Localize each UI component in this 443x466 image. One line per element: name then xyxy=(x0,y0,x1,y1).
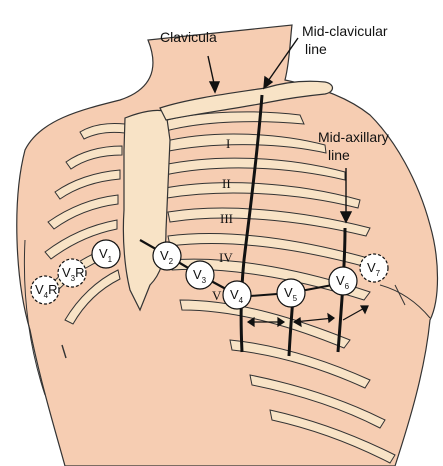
midaxillary-label-line1: Mid-axillary xyxy=(318,129,389,145)
distance-arrows xyxy=(246,296,369,328)
electrode-v6: V6 xyxy=(328,266,358,296)
v1-v4-path xyxy=(139,239,238,296)
intercostal-label-4: IV xyxy=(219,250,233,265)
intercostal-label-1: I xyxy=(226,136,230,151)
leader-arrows xyxy=(207,37,353,224)
electrode-v2: V2 xyxy=(152,241,182,271)
electrode-label: V6 xyxy=(336,273,350,291)
electrode-v7: V7 xyxy=(359,253,389,283)
midclavicular-arrow xyxy=(265,37,299,85)
torso xyxy=(16,24,439,466)
ribs-right xyxy=(159,111,396,464)
electrode-label: V2 xyxy=(160,248,174,266)
right-arm-contour xyxy=(379,284,431,319)
electrode-label: V1 xyxy=(99,246,113,264)
electrode-v4: V4 xyxy=(222,280,252,310)
left-armpit-mark xyxy=(61,344,67,359)
electrode-circle xyxy=(359,253,389,283)
electrode-circle xyxy=(91,239,121,269)
electrode-circle xyxy=(152,241,182,271)
electrode-v5: V5 xyxy=(276,278,306,308)
midclavicular-label-line1: Mid-clavicular xyxy=(302,23,388,39)
electrode-v3: V3 xyxy=(185,260,215,290)
armpit-fold xyxy=(394,284,406,306)
electrode-circle xyxy=(328,266,358,296)
electrode-v4r: V4R xyxy=(30,275,60,305)
electrode-circle xyxy=(276,278,306,308)
electrode-label: V7 xyxy=(367,260,381,278)
clavicle xyxy=(159,80,334,121)
electrode-label: V3 xyxy=(193,267,207,285)
electrode-circle xyxy=(222,280,252,310)
electrode-label: V4R xyxy=(35,282,58,300)
electrode-v1: V1 xyxy=(91,239,121,269)
midclavicular-line xyxy=(239,94,264,353)
clavicula-label: Clavicula xyxy=(160,29,217,45)
electrode-label: V4 xyxy=(230,287,244,305)
intercostal-label-3: III xyxy=(220,211,233,226)
left-arm-contour xyxy=(23,239,46,396)
midclavicular-label-line2: line xyxy=(305,41,327,57)
midaxillary-label-line2: line xyxy=(328,147,350,163)
electrode-v3r: V3R xyxy=(57,258,87,288)
electrode-circle xyxy=(185,260,215,290)
intercostal-label-5: V xyxy=(212,288,222,303)
intercostal-label-2: II xyxy=(222,176,231,191)
electrode-circle xyxy=(30,275,60,305)
electrode-circle xyxy=(57,258,87,288)
electrode-label: V3R xyxy=(62,265,85,283)
electrode-label: V5 xyxy=(284,285,298,303)
